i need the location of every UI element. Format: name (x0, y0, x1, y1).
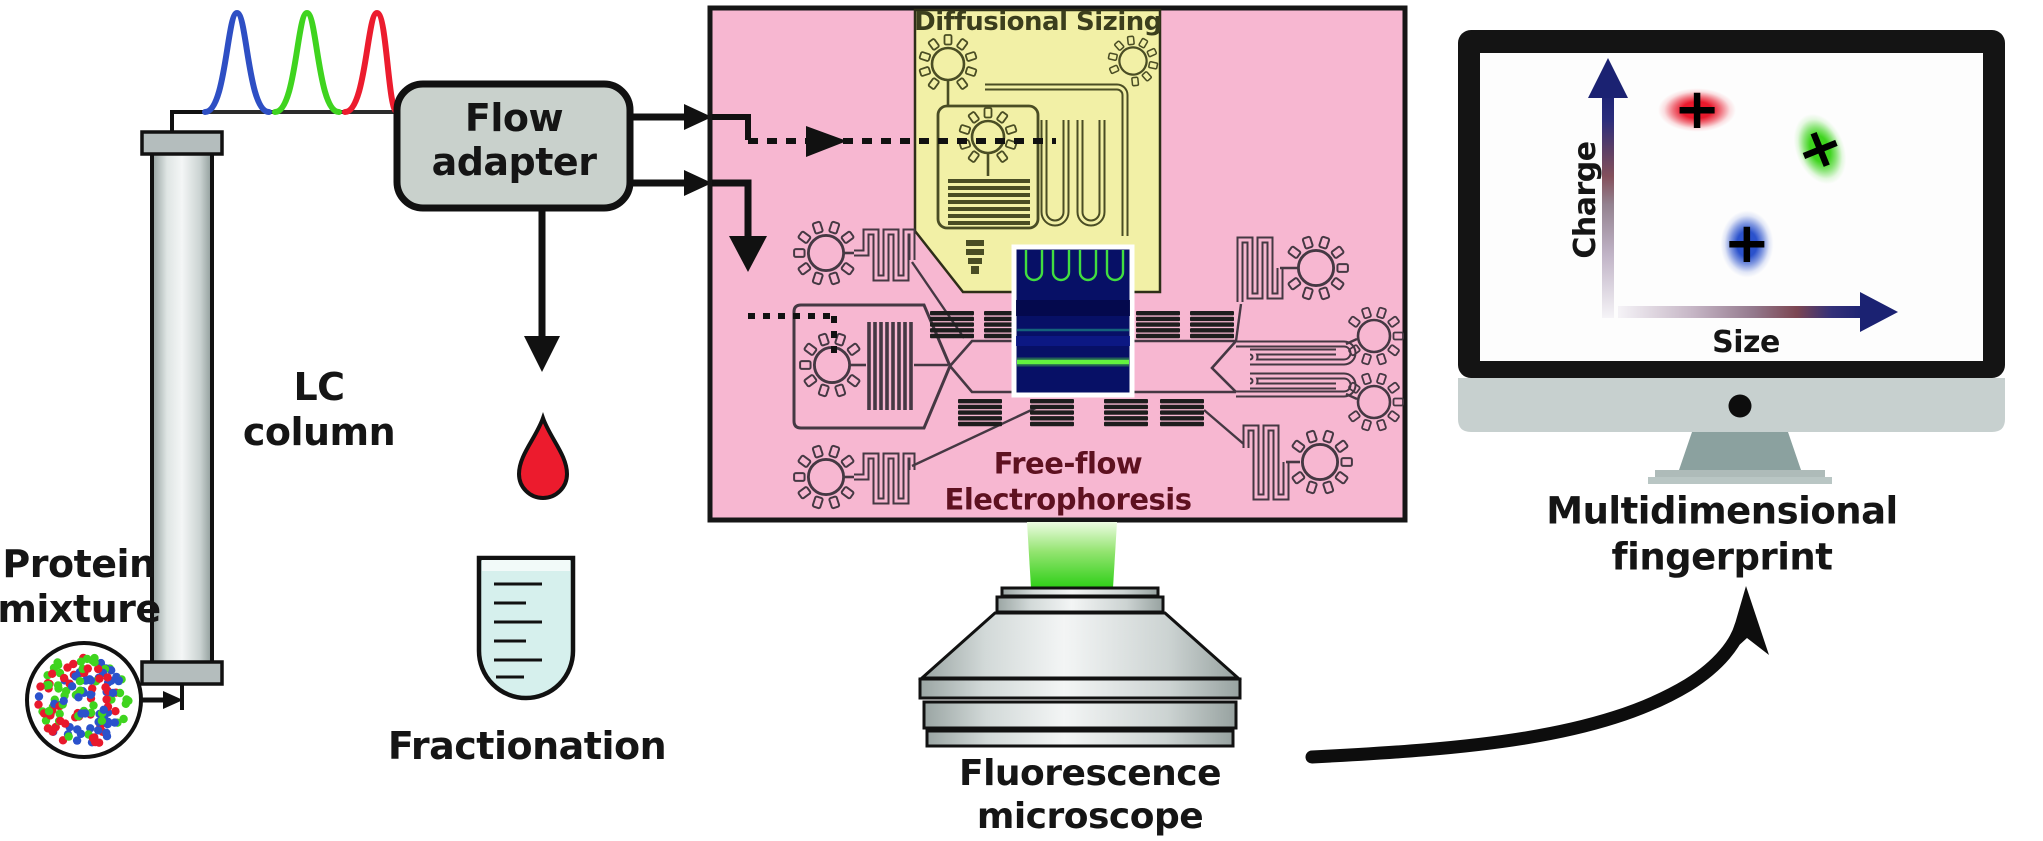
monitor-logo-dot (1728, 394, 1752, 418)
size-axis-label: Size (1712, 325, 1780, 360)
diffusional-sizing-label: Diffusional Sizing (914, 7, 1162, 37)
lc-column-label-line1: LC (293, 365, 345, 409)
protein-mixture-label-line2: mixture (0, 587, 161, 631)
fluorescence-inset-image (1011, 244, 1135, 398)
fluorescence-microscope-label-line1: Fluorescence (958, 753, 1222, 794)
fractionation-illustration (476, 411, 576, 701)
charge-axis-label: Charge (1568, 141, 1603, 259)
microfluidic-panel (707, 5, 1408, 523)
diffusional-sizing-chip (918, 26, 1168, 274)
flow-adapter-label-line1: Flow (464, 96, 564, 140)
protein-mixture-illustration (25, 641, 183, 759)
fluorescence-microscope-label-line2: microscope (976, 796, 1204, 837)
protein-mixture-label-line1: Protein (2, 542, 156, 586)
chromatogram (202, 9, 400, 115)
excitation-beam (1027, 522, 1117, 588)
fluorescence-microscope-illustration (918, 522, 1242, 748)
lc-column-illustration (140, 110, 224, 710)
fingerprint-axes (1588, 58, 1898, 332)
multidimensional-fingerprint-label-line1: Multidimensional (1546, 489, 1898, 533)
free-flow-label-line2: Electrophoresis (944, 482, 1192, 517)
flow-adapter-label-line2: adapter (431, 140, 597, 184)
free-flow-electrophoresis-chip (792, 220, 1405, 510)
result-arrow (1305, 586, 1769, 764)
free-flow-label-line1: Free-flow (993, 446, 1143, 481)
flow-routing-arrows (712, 114, 1056, 356)
multidimensional-fingerprint-label-line2: fingerprint (1611, 535, 1833, 579)
monitor-illustration (1458, 30, 2005, 484)
monitor-stand (1679, 432, 1801, 470)
lc-column-label-line2: column (242, 410, 396, 454)
flow-adapter-illustration (393, 80, 712, 372)
fractionation-label: Fractionation (387, 724, 667, 768)
